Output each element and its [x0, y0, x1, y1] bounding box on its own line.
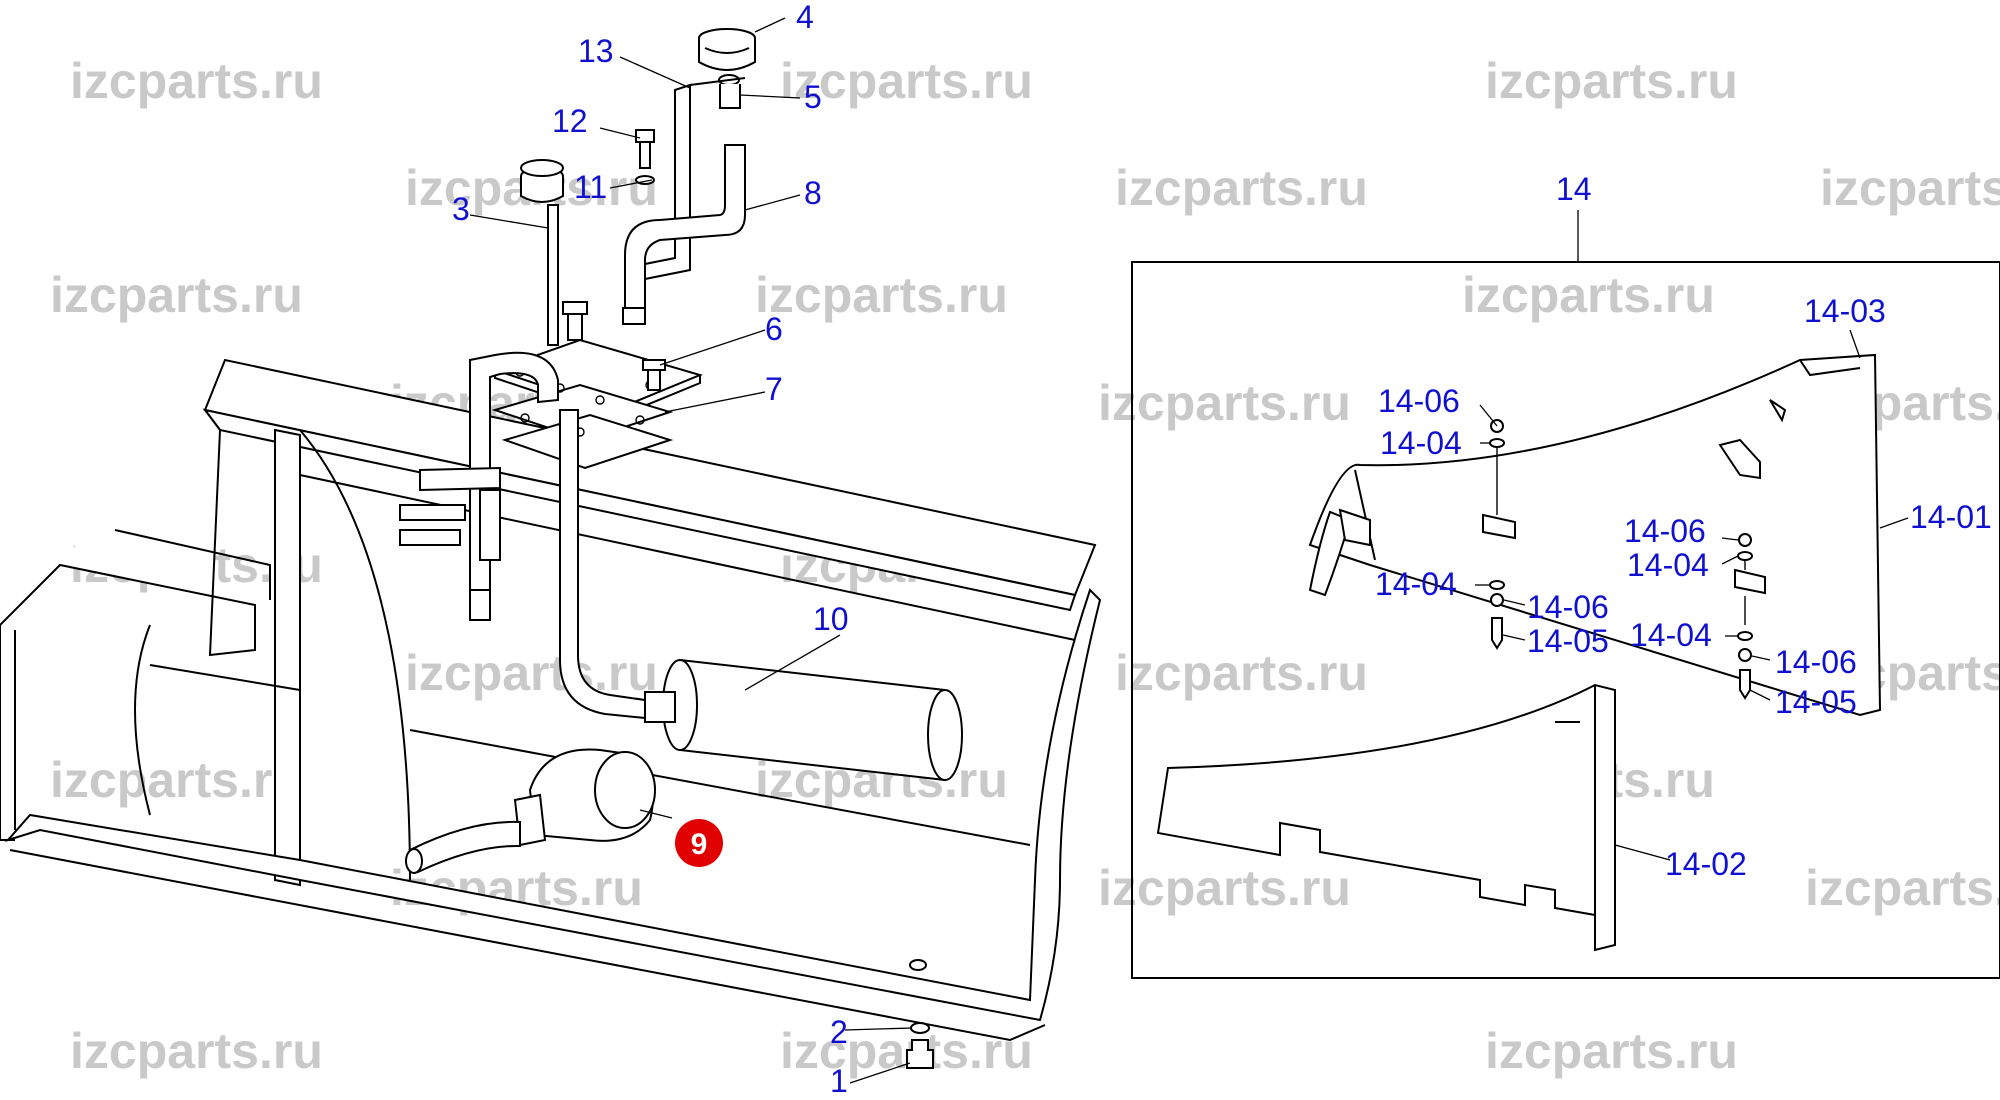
watermark: izcparts.ru	[1098, 860, 1351, 916]
nut-14-06	[1490, 593, 1504, 607]
callout-14: 14	[1556, 171, 1592, 207]
callout-14-06: 14-06	[1378, 383, 1460, 419]
plug-1	[906, 1039, 934, 1069]
bracket	[1718, 438, 1761, 480]
nut-14-06	[1738, 533, 1752, 547]
callout-1: 1	[830, 1063, 848, 1099]
detail-box-14	[1131, 210, 2000, 979]
cover-plate	[491, 301, 704, 470]
callout-14-05: 14-05	[1775, 684, 1857, 720]
callout-9[interactable]: 9	[691, 828, 708, 861]
callout-14-03: 14-03	[1804, 293, 1886, 329]
bolt-14-05	[1739, 669, 1751, 700]
callout-3: 3	[452, 191, 470, 227]
callout-7: 7	[765, 371, 783, 407]
bolt-14-05	[1491, 617, 1503, 650]
strainer-10	[679, 658, 946, 782]
bracket	[1482, 513, 1516, 540]
washer-14-04	[1489, 438, 1505, 448]
callout-4: 4	[796, 0, 814, 35]
return-pipe	[399, 351, 559, 621]
callout-14-06: 14-06	[1624, 513, 1706, 549]
callout-14-06: 14-06	[1775, 644, 1857, 680]
tank-shell	[4, 588, 1102, 1022]
drain-plug	[906, 1022, 934, 1069]
watermark: izcparts.ru	[1462, 267, 1715, 323]
nut-14-06	[1738, 648, 1752, 662]
callout-2: 2	[830, 1014, 848, 1050]
hydraulic-tank	[0, 358, 1102, 1042]
highlight-marker[interactable]	[675, 819, 723, 867]
watermark: izcparts.ru	[755, 267, 1008, 323]
washer-14-04	[1737, 631, 1753, 641]
watermark: izcparts.ru	[1805, 860, 2000, 916]
watermark: izcparts.ru	[1115, 645, 1368, 701]
drain-hole	[909, 959, 927, 971]
callouts: 4 13 5 12 11 3 8 6 7 10 2 1 9 14 14-03 1…	[452, 0, 1992, 1099]
watermark: izcparts.ru	[1485, 1023, 1738, 1079]
watermark: izcparts.ru	[780, 53, 1033, 109]
suction-pipe	[559, 409, 963, 782]
callout-14-01: 14-01	[1910, 499, 1992, 535]
callout-6: 6	[765, 311, 783, 347]
watermark: izcparts.ru	[1820, 160, 2000, 216]
callout-5: 5	[804, 79, 822, 115]
callout-13: 13	[578, 33, 614, 69]
bolt-head	[642, 359, 666, 371]
callout-14-05: 14-05	[1527, 623, 1609, 659]
callout-11: 11	[574, 169, 607, 205]
watermark: izcparts.ru	[70, 1023, 323, 1079]
watermark: izcparts.ru	[50, 752, 303, 808]
washer-14-04	[1489, 580, 1505, 590]
bolt-head	[562, 301, 588, 315]
washer-2	[910, 1022, 930, 1034]
hose-8	[622, 144, 746, 325]
washer-14-04	[1737, 551, 1753, 561]
tank-baffle	[274, 428, 301, 887]
callout-10: 10	[813, 601, 849, 637]
dipstick-3	[520, 159, 564, 346]
bolt	[647, 367, 661, 391]
return-filter-9	[405, 748, 656, 874]
watermark: izcparts.ru	[405, 645, 658, 701]
callout-14-04: 14-04	[1380, 425, 1462, 461]
watermark: izcparts.ru	[50, 267, 303, 323]
callout-14-04: 14-04	[1375, 566, 1457, 602]
callout-8: 8	[804, 175, 822, 211]
watermark: izcparts.ru	[1098, 375, 1351, 431]
bracket	[1734, 568, 1766, 595]
callout-14-04: 14-04	[1630, 617, 1712, 653]
watermark: izcparts.ru	[1485, 53, 1738, 109]
leader-lines	[469, 17, 1909, 1084]
callout-14-04: 14-04	[1627, 547, 1709, 583]
watermark: izcparts.ru	[1115, 160, 1368, 216]
callout-14-02: 14-02	[1665, 846, 1747, 882]
plate-14-02	[1156, 683, 1616, 952]
callout-14-06: 14-06	[1527, 589, 1609, 625]
detail-frame	[1131, 261, 2000, 979]
tank-ledge	[114, 529, 271, 600]
callout-12: 12	[552, 103, 588, 139]
watermark: izcparts.ru	[70, 53, 323, 109]
